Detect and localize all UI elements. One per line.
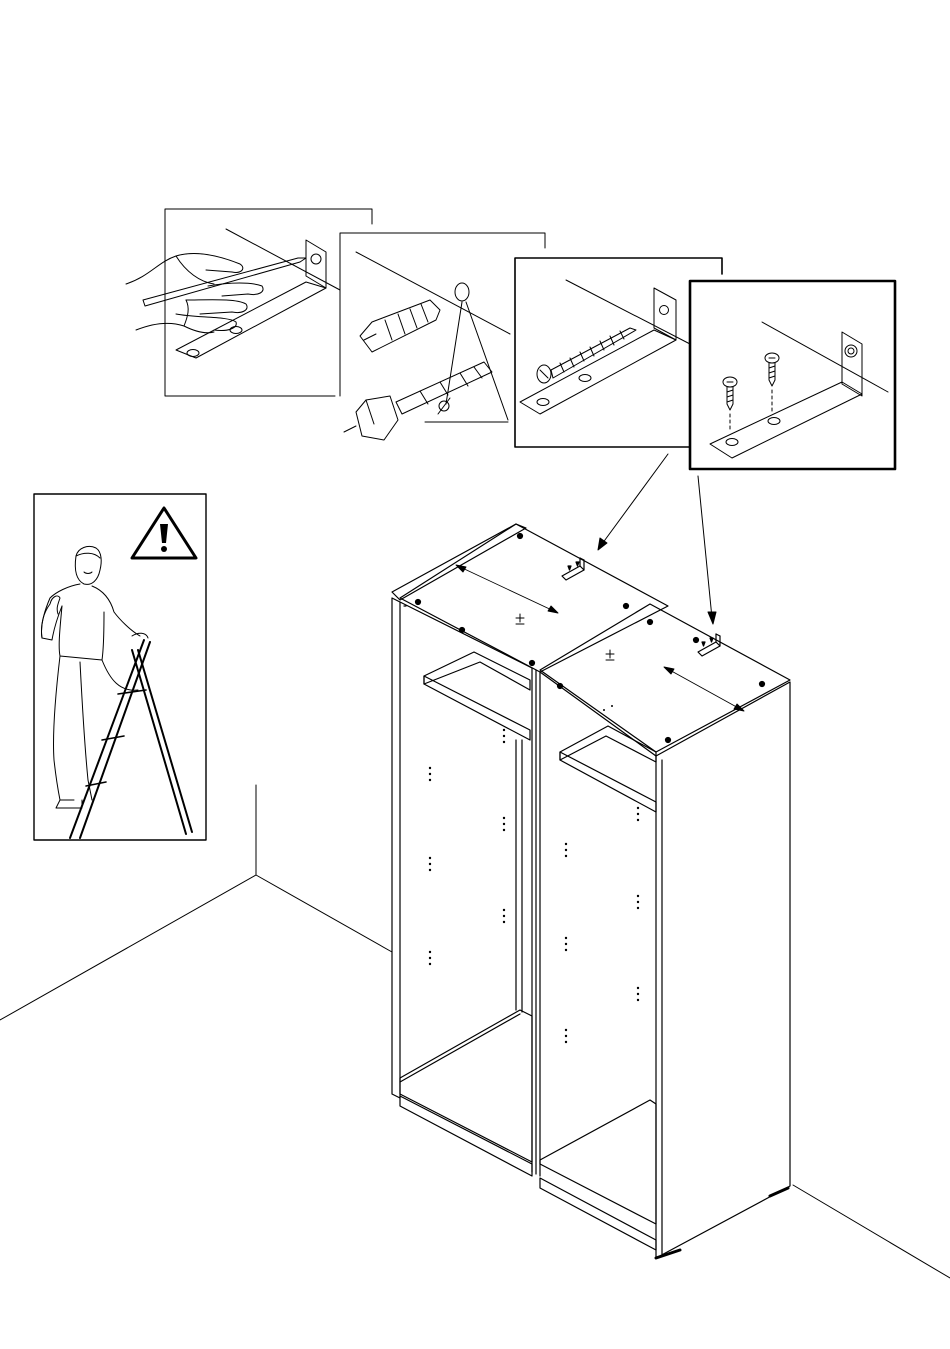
man-on-stepladder-illustration bbox=[41, 546, 192, 838]
screw-icon bbox=[765, 353, 779, 412]
step-mark-holes-panel bbox=[126, 209, 372, 396]
hand-illustration bbox=[126, 254, 263, 333]
tolerance-symbol bbox=[606, 650, 614, 660]
step-fix-bracket-top-panel bbox=[690, 281, 895, 469]
warning-triangle-icon bbox=[132, 508, 196, 558]
angle-bracket bbox=[520, 288, 676, 414]
leader-arrows bbox=[598, 454, 716, 624]
warning-panel bbox=[34, 494, 206, 840]
shelf-pin-holes bbox=[429, 705, 639, 1043]
dimension-lines bbox=[456, 565, 744, 711]
wall-plug-icon bbox=[360, 300, 440, 352]
wardrobe-cabinet bbox=[392, 524, 790, 1258]
room-corner bbox=[0, 785, 950, 1278]
top-bracket-right bbox=[698, 634, 720, 656]
screw-icon bbox=[723, 377, 737, 432]
drill-bit-icon bbox=[344, 362, 492, 440]
top-bracket-left bbox=[562, 558, 584, 580]
pencil-icon bbox=[143, 258, 306, 306]
hole-marker-icon bbox=[455, 283, 469, 301]
diameter-symbol bbox=[438, 398, 450, 414]
tolerance-symbol bbox=[516, 614, 524, 624]
